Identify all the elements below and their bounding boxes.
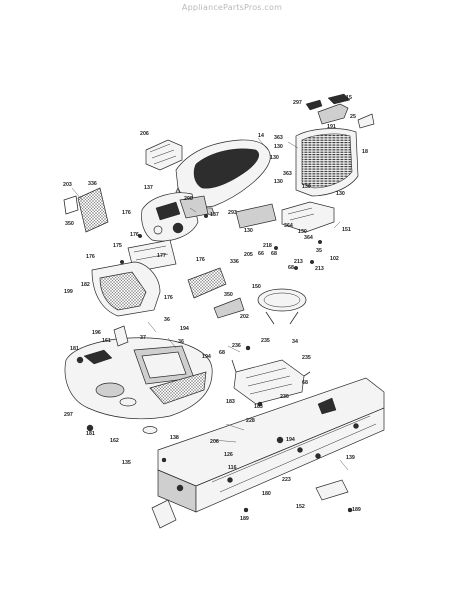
callout-183: 183 [226,399,235,405]
callout-130: 130 [274,144,283,150]
callout-194: 194 [286,437,295,443]
callout-116: 116 [228,465,237,471]
callout-102: 102 [330,256,339,262]
fender-part [64,325,213,420]
callout-68: 68 [288,265,294,271]
left-grille-part [63,187,109,233]
callout-176: 176 [196,257,205,263]
callout-213: 213 [315,266,324,272]
callout-364: 364 [304,235,313,241]
dash-assembly-part [141,192,209,242]
callout-297: 297 [293,100,302,106]
side-panel-part [145,139,183,171]
callout-130: 130 [270,155,279,161]
callout-137: 137 [210,212,219,218]
callout-176: 176 [130,232,139,238]
callout-36: 36 [164,317,170,323]
callout-37: 37 [140,335,146,341]
hardware-fasteners [76,213,353,513]
callout-151: 151 [342,227,351,233]
callout-336: 336 [88,181,97,187]
support-bracket-part [235,201,335,233]
callout-189: 189 [352,507,361,513]
callout-297: 297 [64,412,73,418]
callout-182: 182 [81,282,90,288]
callout-363: 363 [274,135,283,141]
callout-235: 235 [302,355,311,361]
callout-161: 161 [102,338,111,344]
callout-34: 34 [292,339,298,345]
callout-205: 205 [244,252,253,258]
callout-68: 68 [271,251,277,257]
callout-18: 18 [362,149,368,155]
callout-364: 364 [284,223,293,229]
hood-part [175,139,271,215]
callout-15: 15 [346,95,352,101]
callout-236: 236 [280,394,289,400]
callout-181: 181 [86,431,95,437]
callout-298: 298 [184,196,193,202]
seat-plate-part [231,359,311,405]
callout-203: 203 [63,182,72,188]
leader-lines [71,137,349,471]
callout-194: 194 [180,326,189,332]
callout-35: 35 [316,248,322,254]
front-grille-part [91,261,161,317]
chassis-frame-part [151,377,385,529]
callout-130: 130 [298,229,307,235]
callout-25: 25 [350,114,356,120]
callout-181: 181 [70,346,79,352]
callout-14: 14 [258,133,264,139]
callout-218: 218 [263,243,272,249]
callout-189: 189 [240,516,249,522]
callout-130: 130 [274,179,283,185]
callout-130: 130 [244,228,253,234]
callout-223: 223 [282,477,291,483]
callout-162: 162 [110,438,119,444]
callout-137: 137 [144,185,153,191]
callout-152: 152 [296,504,305,510]
watermark: AppliancePartsPros.com [181,3,283,12]
callout-350: 350 [224,292,233,298]
callout-138: 138 [170,435,179,441]
callout-175: 175 [113,243,122,249]
callout-176: 176 [164,295,173,301]
callout-228: 228 [246,418,255,424]
callout-199: 199 [64,289,73,295]
callout-176: 176 [122,210,131,216]
callout-68: 68 [219,350,225,356]
callout-180: 180 [262,491,271,497]
callout-350: 350 [65,221,74,227]
callout-150: 150 [252,284,261,290]
callout-293: 293 [228,210,237,216]
grille-housing-part [295,93,375,197]
right-grille-part [187,267,245,319]
callout-202: 202 [240,314,249,320]
callout-191: 191 [327,124,336,130]
callout-177: 177 [157,253,166,259]
callout-130: 130 [302,184,311,190]
callout-336: 336 [230,259,239,265]
callout-176: 176 [86,254,95,260]
callout-68: 68 [302,380,308,386]
callout-130: 130 [336,191,345,197]
callout-206: 206 [140,131,149,137]
callout-135: 135 [122,460,131,466]
callout-36: 36 [178,339,184,345]
callout-139: 139 [346,455,355,461]
callout-235: 235 [261,338,270,344]
callout-183: 183 [254,404,263,410]
battery-tray-part [257,288,307,325]
callout-66: 66 [258,251,264,257]
callout-196: 196 [92,330,101,336]
callout-126: 126 [224,452,233,458]
callout-236: 236 [232,343,241,349]
callout-213: 213 [294,259,303,265]
callout-194: 194 [202,354,211,360]
callout-363: 363 [283,171,292,177]
callout-206: 206 [210,439,219,445]
